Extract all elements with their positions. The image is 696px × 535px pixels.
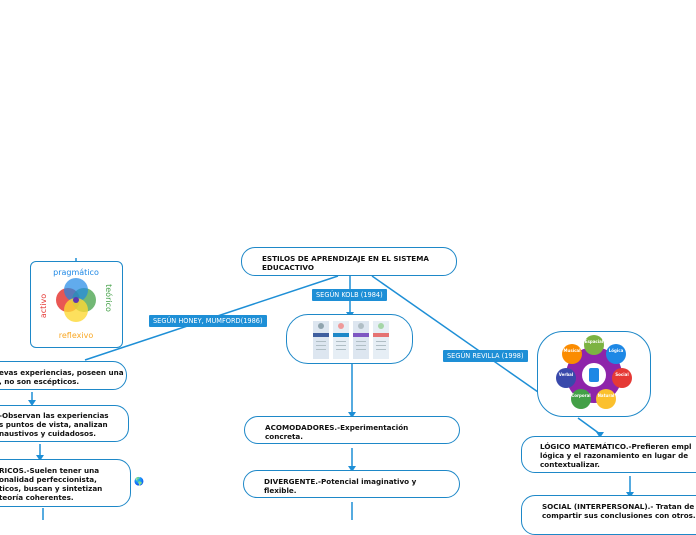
wheel-label-2: Lógica xyxy=(609,348,624,353)
wheel-label-4: Natural xyxy=(598,393,615,398)
wheel-center-icon xyxy=(589,368,599,382)
honey-node-activo-text: evas experiencias, poseen una , no son e… xyxy=(0,368,124,386)
revilla-image-node[interactable]: Musical Espacial Lógica Social Natural C… xyxy=(537,331,651,417)
venn-label-top: pragmático xyxy=(53,268,99,277)
kolb-node-acomodadores[interactable]: ACOMODADORES.-Experimentación concreta. xyxy=(244,416,460,444)
venn-diagram: pragmático activo teórico reflexivo xyxy=(39,268,114,340)
wheel-label-5: Corporal xyxy=(571,393,591,398)
root-title: ESTILOS DE APRENDIZAJE EN EL SISTEMA EDU… xyxy=(262,254,429,272)
venn-blue-circle xyxy=(64,278,88,302)
intelligences-wheel: Musical Espacial Lógica Social Natural C… xyxy=(556,335,632,409)
honey-node-reflexivo[interactable]: -Observan las experiencias s puntos de v… xyxy=(0,405,129,442)
honey-node-teorico-text: RICOS.-Suelen tener una onalidad perfecc… xyxy=(0,466,103,502)
honey-node-activo[interactable]: evas experiencias, poseen una , no son e… xyxy=(0,361,127,390)
kolb-image-node[interactable] xyxy=(286,314,413,364)
revilla-node-logico[interactable]: LÓGICO MATEMÁTICO.-Prefieren empl lógica… xyxy=(521,436,696,473)
kolb-infographic xyxy=(313,321,389,359)
root-node[interactable]: ESTILOS DE APRENDIZAJE EN EL SISTEMA EDU… xyxy=(241,247,457,276)
wheel-label-0: Musical xyxy=(563,348,581,353)
venn-label-right: teórico xyxy=(104,284,114,312)
venn-label-left: activo xyxy=(39,294,48,318)
branch-tag-honey[interactable]: SEGÚN HONEY, MUMFORD(1986) xyxy=(149,315,267,327)
wheel-label-6: Verbal xyxy=(559,372,574,377)
wheel-label-3: Social xyxy=(615,372,629,377)
venn-label-bottom: reflexivo xyxy=(59,331,94,340)
branch-tag-revilla[interactable]: SEGÚN REVILLA (1998) xyxy=(443,350,528,362)
globe-icon[interactable]: 🌎 xyxy=(134,477,144,486)
wheel-label-1: Espacial xyxy=(585,339,604,344)
kolb-node-divergente[interactable]: DIVERGENTE.-Potencial imaginativo y flex… xyxy=(243,470,460,498)
venn-center-dot xyxy=(73,297,79,303)
kolb-node-divergente-text: DIVERGENTE.-Potencial imaginativo y flex… xyxy=(264,477,417,495)
honey-node-teorico[interactable]: RICOS.-Suelen tener una onalidad perfecc… xyxy=(0,459,131,507)
revilla-node-logico-text: LÓGICO MATEMÁTICO.-Prefieren empl lógica… xyxy=(540,442,692,469)
honey-node-reflexivo-text: -Observan las experiencias s puntos de v… xyxy=(0,411,109,438)
kolb-node-acomodadores-text: ACOMODADORES.-Experimentación concreta. xyxy=(265,423,409,441)
revilla-node-social-text: SOCIAL (INTERPERSONAL).- Tratan de compa… xyxy=(542,502,696,520)
learning-styles-venn-image: pragmático activo teórico reflexivo xyxy=(30,261,123,348)
branch-tag-kolb[interactable]: SEGÚN KOLB (1984) xyxy=(312,289,387,301)
venn-yellow-circle xyxy=(64,298,88,322)
revilla-node-social[interactable]: SOCIAL (INTERPERSONAL).- Tratan de compa… xyxy=(521,495,696,535)
kolb-columns xyxy=(313,321,389,359)
